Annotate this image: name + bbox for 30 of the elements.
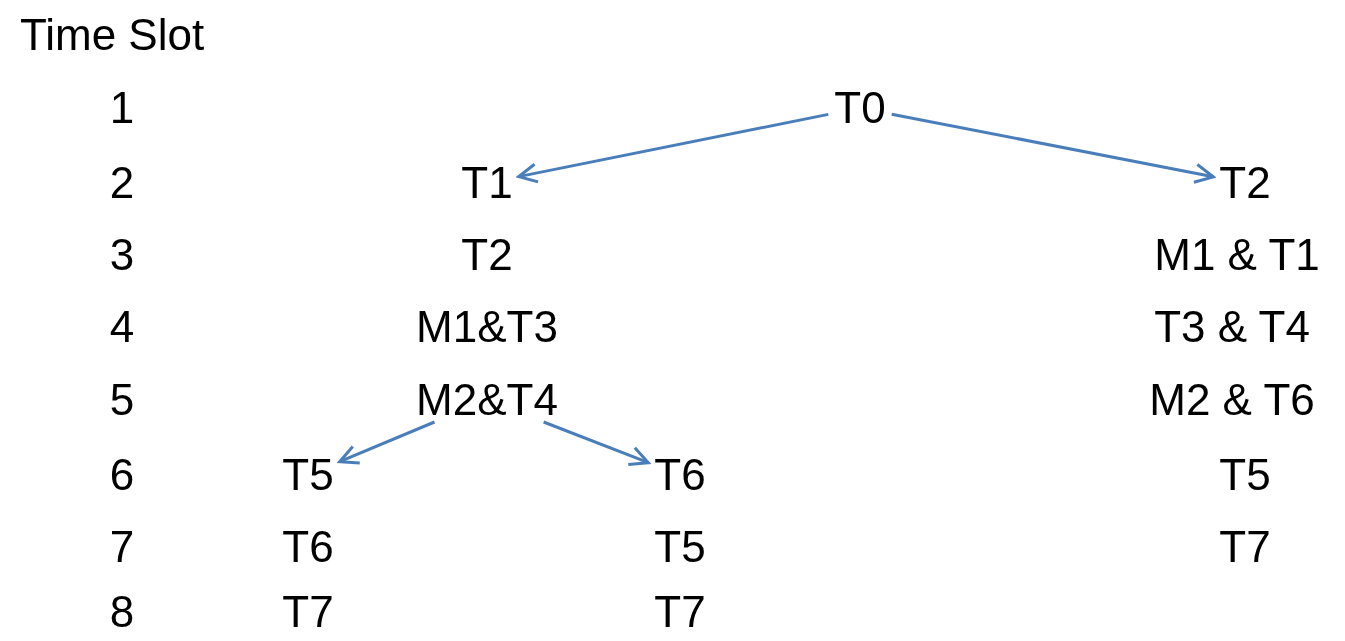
task-label: T0 [834, 84, 886, 132]
arrow [517, 112, 829, 184]
time-slot-number: 1 [109, 84, 135, 132]
arrow [338, 420, 436, 465]
task-label: T2 [1219, 159, 1271, 207]
task-label: T7 [654, 588, 706, 636]
time-slot-number: 2 [109, 159, 135, 207]
time-slot-number: 8 [109, 588, 135, 636]
task-label: T5 [1219, 451, 1271, 499]
arrow [543, 420, 650, 467]
task-label: T1 [461, 159, 513, 207]
task-label: T3 & T4 [1154, 303, 1310, 351]
task-label: M1&T3 [416, 303, 558, 351]
task-label: T5 [654, 523, 706, 571]
task-label: M1 & T1 [1154, 231, 1320, 279]
task-label: T2 [461, 231, 513, 279]
time-slot-number: 3 [109, 231, 135, 279]
task-label: M2&T4 [416, 376, 558, 424]
time-slot-number: 6 [109, 451, 135, 499]
task-label: T7 [1219, 523, 1271, 571]
time-slot-number: 7 [109, 523, 135, 571]
arrow [891, 112, 1215, 184]
task-label: M2 & T6 [1149, 376, 1315, 424]
task-label: T7 [282, 588, 334, 636]
axis-title: Time Slot [20, 11, 205, 59]
time-slot-number: 4 [109, 303, 135, 351]
task-label: T6 [654, 451, 706, 499]
task-label: T6 [282, 523, 334, 571]
time-slot-number: 5 [109, 376, 135, 424]
task-label: T5 [282, 451, 334, 499]
